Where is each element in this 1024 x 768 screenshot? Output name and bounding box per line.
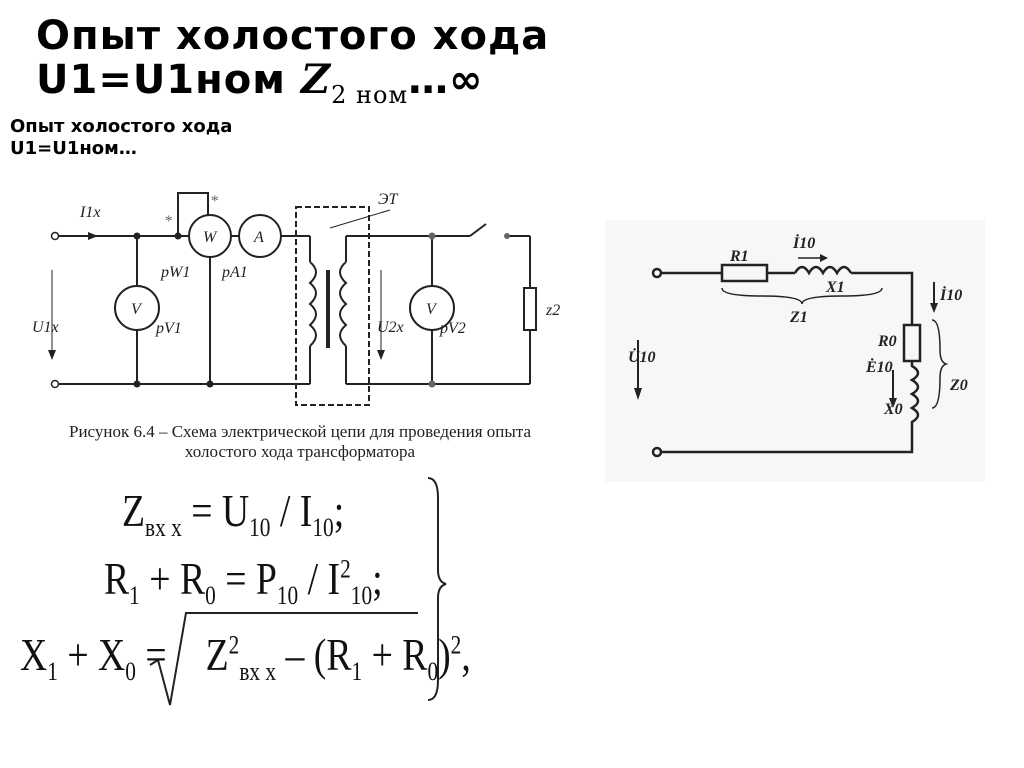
f: / I	[298, 553, 341, 604]
f: X	[20, 629, 48, 680]
f: 10	[312, 513, 334, 543]
f: 1	[47, 657, 58, 687]
label-u10: U̇10	[628, 348, 656, 366]
label-w: W	[203, 229, 218, 246]
formula-resistance: R1 + R0 = P10 / I210;	[104, 552, 383, 611]
title-z: Z	[300, 56, 332, 103]
label-v2: V	[426, 301, 438, 318]
caption-line1: Рисунок 6.4 – Схема электрической цепи д…	[68, 422, 532, 441]
star-mark: *	[210, 193, 218, 210]
f: ,	[461, 629, 471, 680]
label-u1x: U1x	[32, 319, 59, 336]
label-i10-vertical: İ10	[939, 285, 962, 304]
label-x0: X0	[883, 401, 903, 418]
f: 0	[125, 657, 136, 687]
f: Z	[122, 485, 146, 536]
sqrt-sign	[149, 612, 418, 706]
title-line2: U1=U1ном Z2 ном…∞	[36, 58, 549, 117]
f: – (R	[276, 629, 352, 680]
label-z1: Z1	[789, 309, 808, 326]
formula-reactance: X1 + X0 = Z2вх х – (R1 + R0)2,	[20, 628, 471, 687]
f: R	[104, 553, 130, 604]
label-v1: V	[131, 301, 143, 318]
label-z2: z2	[545, 302, 560, 319]
label-z0: Z0	[949, 377, 968, 394]
slide-title: Опыт холостого хода U1=U1ном Z2 ном…∞	[36, 14, 549, 117]
title-small-line1: Опыт холостого хода	[10, 116, 233, 137]
title-z-sub: 2 ном	[331, 81, 409, 109]
label-pv2: pV2	[439, 320, 466, 337]
f: + R	[139, 553, 206, 604]
f: Z	[205, 629, 229, 680]
f: ;	[372, 553, 383, 604]
label-r1: R1	[729, 248, 749, 265]
title-small-overlay: Опыт холостого хода U1=U1ном…	[10, 116, 232, 160]
equivalent-circuit-background	[605, 220, 985, 482]
title-small-line2: U1=U1ном…	[10, 138, 137, 159]
equivalent-circuit	[637, 257, 949, 458]
f: 0	[427, 657, 439, 687]
f: = P	[215, 553, 277, 604]
f: 0	[205, 581, 216, 611]
f: )	[438, 629, 451, 680]
f: вх х	[239, 657, 277, 687]
label-e10: Ė10	[865, 357, 893, 376]
formula-impedance: Zвх х = U10 / I10;	[122, 484, 344, 543]
label-x1: X1	[825, 279, 845, 296]
f: ;	[333, 485, 345, 536]
f: вх х	[145, 513, 182, 543]
title-line2-suffix: …∞	[408, 57, 484, 103]
label-a: A	[253, 229, 264, 246]
label-r0: R0	[877, 333, 897, 350]
label-pw1: pW1	[160, 264, 190, 281]
title-line1: Опыт холостого хода	[36, 13, 550, 59]
f: 2	[340, 554, 351, 584]
f: + R	[362, 629, 428, 680]
f: / I	[270, 485, 313, 536]
label-u2x: U2x	[377, 319, 404, 336]
label-pv1: pV1	[155, 320, 182, 337]
f: 2	[450, 630, 462, 660]
star-mark: *	[164, 213, 172, 230]
f: + X	[57, 629, 126, 680]
f: 1	[351, 657, 363, 687]
label-i1x: I1x	[79, 204, 100, 221]
label-et: ЭТ	[378, 191, 398, 208]
f: = U	[181, 485, 250, 536]
f: 10	[276, 581, 299, 611]
f: =	[135, 629, 177, 680]
title-line2-prefix: U1=U1ном	[36, 57, 301, 103]
figure-caption: Рисунок 6.4 – Схема электрической цепи д…	[30, 422, 570, 462]
formula-brace	[427, 477, 447, 701]
caption-line2: холостого хода трансформатора	[184, 442, 416, 461]
f: 10	[249, 513, 271, 543]
label-pa1: pA1	[221, 264, 248, 281]
f: 1	[129, 581, 140, 611]
f: 10	[350, 581, 373, 611]
label-i10: İ10	[792, 233, 815, 252]
f: 2	[228, 630, 240, 660]
